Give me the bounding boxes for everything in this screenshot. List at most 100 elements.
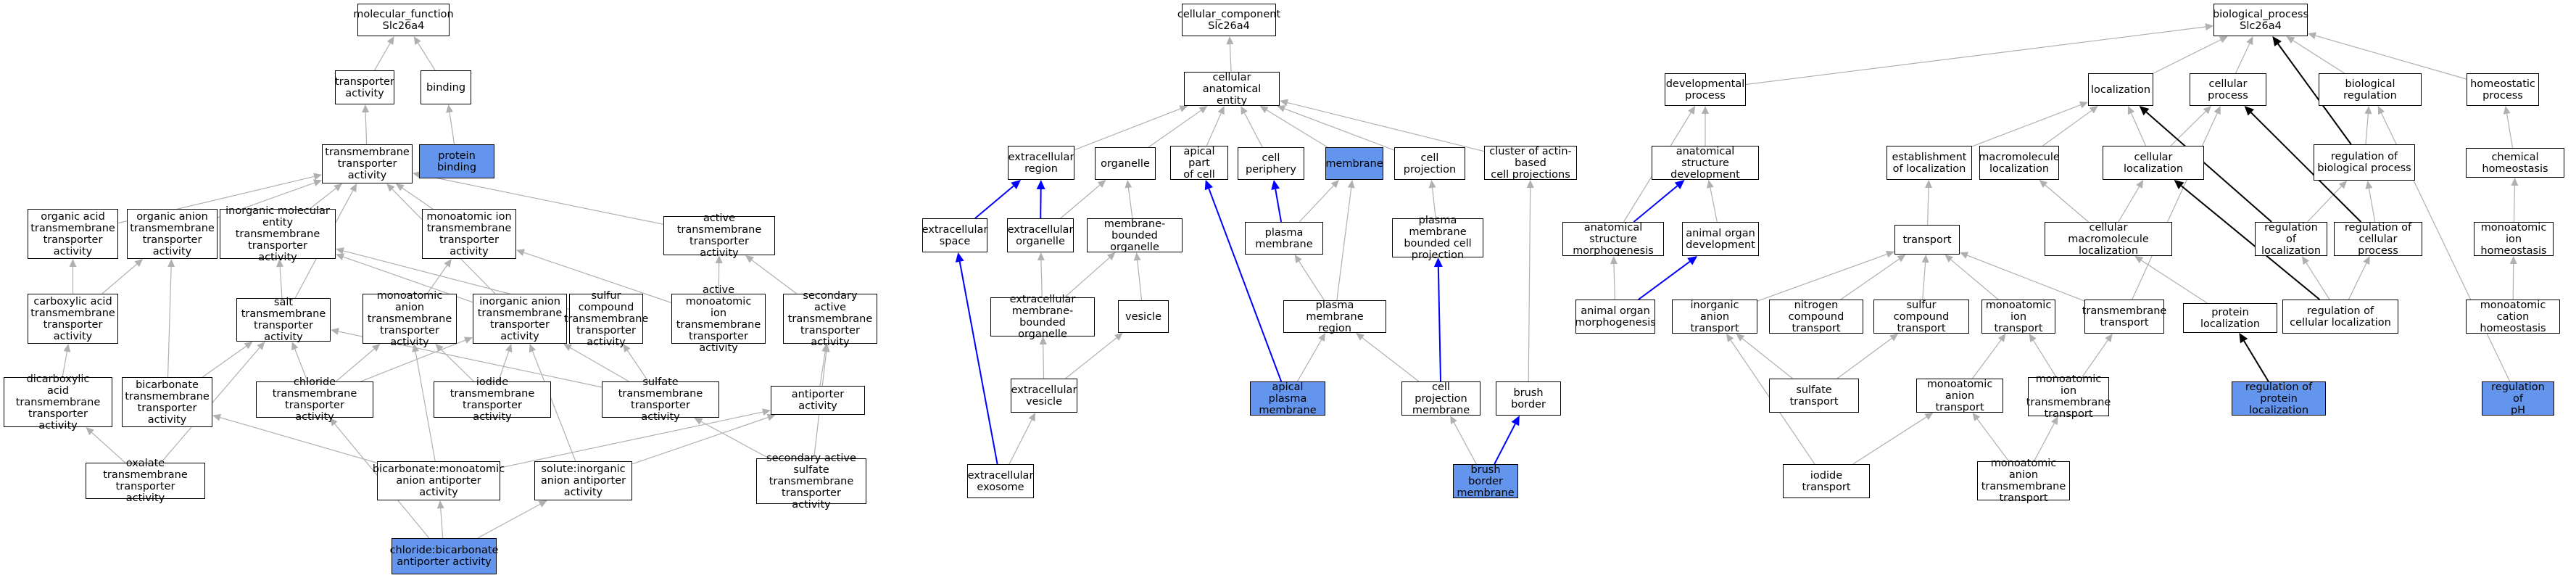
go-term-oatta: organic acid transmembrane transporter a… — [28, 209, 118, 259]
edge-arrowhead — [1885, 250, 1894, 258]
go-term-tmt: transmembrane transport — [2082, 300, 2166, 334]
edge-line — [1127, 187, 1133, 219]
edge-rol-to-loc — [2139, 106, 2272, 223]
edge-arrowhead — [2272, 36, 2282, 47]
edge-binding-to-mf — [413, 36, 436, 71]
edge-line — [1229, 44, 1232, 73]
edge-arrowhead — [1204, 180, 1214, 191]
go-term-hp: homeostatic process — [2467, 73, 2539, 106]
edge-arrowhead — [2308, 32, 2316, 40]
edge-arrowhead — [371, 344, 381, 352]
go-term-label: brush border membrane — [1457, 463, 1515, 499]
edge-line — [365, 112, 368, 145]
go-term-label: sulfate transport — [1789, 384, 1839, 408]
go-term-imeta: inorganic molecular entity transmembrane… — [220, 205, 336, 263]
go-term-mbo: membrane-bounded organelle — [1087, 218, 1183, 253]
edge-cltta-to-ianta — [360, 337, 473, 382]
go-term-bmaaa: bicarbonate:monoatomic anion antiporter … — [373, 461, 505, 500]
go-term-bb: brush border — [1496, 381, 1561, 416]
edge-cbaa-to-siaa — [477, 500, 547, 539]
go-term-label: anatomical structure development — [1670, 145, 1740, 181]
edge-line — [2235, 43, 2250, 74]
go-term-label: organic anion transmembrane transporter … — [130, 210, 215, 257]
go-term-sctta: sulfur compound transmembrane transporte… — [564, 290, 649, 348]
edge-arrowhead — [334, 183, 342, 191]
edge-line — [1065, 337, 1117, 379]
edge-arrowhead — [1133, 252, 1141, 261]
edge-arrowhead — [2503, 106, 2511, 115]
edge-cloc-to-loc — [2127, 106, 2147, 146]
go-term-rol: regulation of localization — [2255, 222, 2327, 257]
go-term-rph: regulation of pH — [2482, 381, 2554, 416]
edge-atta-to-tmta — [413, 171, 664, 225]
edge-line — [1043, 344, 1045, 379]
edge-arrowhead — [2286, 36, 2295, 44]
go-term-pmbcp: plasma membrane bounded cell projection — [1392, 215, 1483, 261]
go-term-label: sulfur compound transmembrane transporte… — [563, 289, 649, 348]
edge-bb-to-caacp — [1526, 180, 1534, 382]
go-term-ta: transporter activity — [335, 70, 394, 104]
edge-line — [2293, 40, 2345, 74]
edge-line — [2130, 112, 2147, 146]
go-term-st: sulfate transport — [1769, 379, 1859, 413]
edge-arrowhead — [1356, 333, 1364, 341]
edge-hp-to-bp — [2308, 32, 2467, 80]
go-term-ecs: extracellular space — [922, 218, 987, 252]
edge-line — [1275, 189, 1283, 223]
edge-line — [1633, 185, 1678, 223]
edge-arrowhead — [822, 344, 830, 352]
go-term-label: extracellular space — [922, 223, 988, 247]
go-term-label: chloride transmembrane transporter activ… — [272, 376, 357, 423]
edge-line — [1296, 339, 1322, 382]
go-term-eol: establishment of localization — [1887, 146, 1972, 180]
edge-arrowhead — [1433, 257, 1443, 268]
go-term-siaa: solute:inorganic anion antiporter activi… — [534, 461, 632, 500]
edge-line — [102, 263, 138, 294]
edge-rbp-to-bp — [2272, 36, 2352, 145]
edge-org-to-cae — [1148, 106, 1208, 148]
edge-mbo-to-org — [1125, 180, 1133, 219]
edge-line — [1976, 418, 2010, 462]
go-term-dcatta: dicarboxylic acid transmembrane transpor… — [4, 373, 112, 432]
edge-arrowhead — [1217, 106, 1225, 115]
edge-line — [440, 508, 444, 539]
edge-aom-to-asm — [1610, 256, 1618, 300]
edge-asd-to-dp — [1702, 106, 1709, 146]
go-term-label: monoatomic ion homeostasis — [2480, 221, 2547, 257]
edge-it-to-mat — [1852, 413, 1934, 465]
edge-arrowhead — [1198, 106, 1208, 114]
edge-arrowhead — [1277, 105, 1286, 112]
edge-arrowhead — [413, 171, 421, 178]
edge-arrowhead — [1106, 252, 1116, 261]
edge-line — [279, 266, 283, 299]
go-term-btta: bicarbonate transmembrane transporter ac… — [122, 377, 212, 427]
go-term-dp: developmental process — [1665, 73, 1746, 106]
edge-bmaaa-to-btta — [212, 413, 378, 463]
edge-line — [360, 339, 465, 382]
edge-bbm-to-bb — [1494, 416, 1520, 465]
edge-aom-to-aod — [1638, 256, 1698, 300]
edge-line — [2348, 263, 2367, 300]
edge-arrowhead — [435, 344, 444, 352]
edge-loc-to-bp — [2153, 36, 2228, 74]
go-term-bbm: brush border membrane — [1453, 463, 1518, 499]
edge-line — [309, 188, 336, 210]
edge-ves-to-mbo — [1133, 252, 1143, 301]
go-term-label: extracellular exosome — [967, 469, 1034, 493]
edge-line — [2141, 260, 2208, 304]
edge-arrowhead — [2127, 106, 2135, 115]
edge-line — [477, 503, 541, 539]
go-term-ecv: extracellular vesicle — [1011, 379, 1077, 413]
edge-arrowhead — [1318, 333, 1326, 342]
edge-arrowhead — [336, 247, 344, 255]
go-term-bp: biological_process Slc26a4 — [2213, 4, 2308, 36]
go-term-atta: active transmembrane transporter activit… — [663, 212, 775, 259]
go-term-label: extracellular region — [1008, 151, 1074, 175]
edge-line — [2145, 111, 2272, 223]
edge-arrowhead — [1347, 180, 1355, 189]
go-term-label: regulation of cellular process — [2344, 221, 2412, 257]
edge-arrowhead — [329, 418, 338, 426]
edge-pm-to-mem — [1299, 180, 1339, 223]
edge-maanta-to-maita — [426, 259, 452, 294]
go-term-tmta: transmembrane transporter activity — [322, 144, 413, 183]
